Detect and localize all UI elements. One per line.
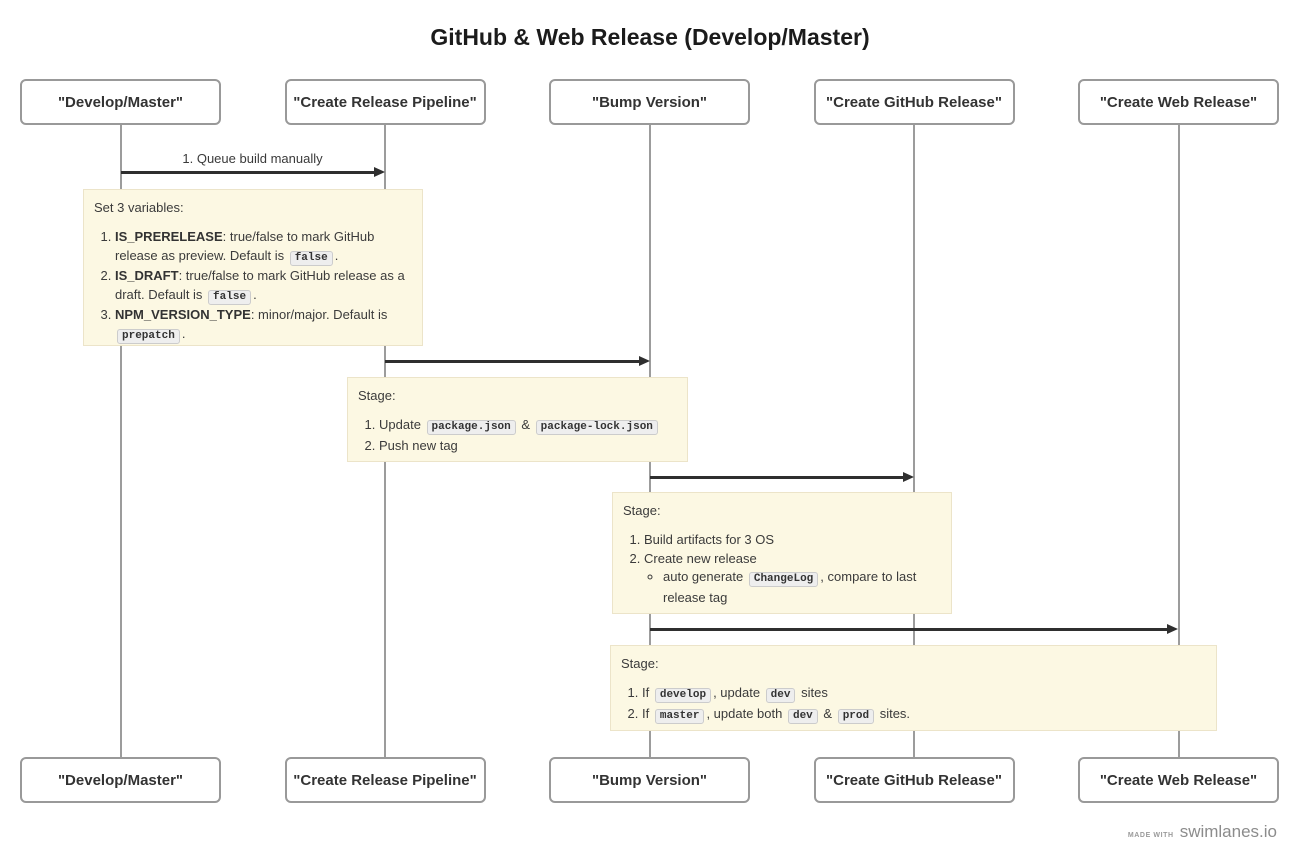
note-text-segment: , compare to last release tag [663,569,917,605]
code-chip: prepatch [117,328,180,344]
note-text-segment: If [642,705,653,721]
note-text-segment: , update [713,685,764,700]
lane-header-create-github-release: "Create GitHub Release" [813,79,1015,125]
note-title: Stage: [623,503,661,518]
lane-label: "Bump Version" [591,771,708,789]
lane-label: "Create Web Release" [1099,771,1258,789]
code-chip: package.json [426,420,516,435]
note-web-release-stage: Stage: If develop, update dev sites If m… [610,645,1217,731]
code-chip: false [208,289,252,305]
lane-footer-create-release-pipeline: "Create Release Pipeline" [284,757,486,803]
lane-label: "Develop/Master" [57,93,184,111]
swimlanes-brand-link[interactable]: swimlanes.io [1179,822,1277,841]
note-list-item: IS_PRERELEASE: true/false to mark GitHub… [115,228,412,267]
note-list: IS_PRERELEASE: true/false to mark GitHub… [94,228,412,345]
code-chip: false [289,250,333,266]
lane-footer-create-github-release: "Create GitHub Release" [813,757,1015,803]
note-text-segment: . [334,247,339,263]
note-text-segment: sites [797,685,828,700]
arrow-to-web-release-line [649,627,1167,631]
code-chip: dev [787,708,818,724]
lane-header-create-release-pipeline: "Create Release Pipeline" [284,79,486,125]
code-chip: dev [765,688,796,703]
lane-header-bump-version: "Bump Version" [549,79,750,125]
lifeline-develop-master [119,125,122,757]
code-chip: package-lock.json [535,420,658,435]
lane-footer-develop-master: "Develop/Master" [20,757,221,803]
lane-header-create-web-release: "Create Web Release" [1078,79,1279,125]
code-chip: master [654,708,705,724]
note-list-item: Update package.json & package-lock.json [379,416,677,437]
note-list-item: NPM_VERSION_TYPE: minor/major. Default i… [115,306,412,345]
arrow-queue-build-head [374,167,385,177]
lane-label: "Develop/Master" [57,771,184,789]
lane-label: "Create Web Release" [1099,93,1258,111]
arrow-to-github-release-line [649,475,903,479]
note-text-segment: Create new release [644,550,757,566]
lane-label: "Create GitHub Release" [826,771,1002,789]
note-text-segment: . [181,325,186,341]
arrow-label-queue-build: 1. Queue build manually [182,151,323,166]
note-list-item: If develop, update dev sites [642,684,1206,705]
note-list-item: Push new tag [379,437,677,456]
note-list-item: Build artifacts for 3 OS [644,531,941,550]
lane-header-develop-master: "Develop/Master" [20,79,221,125]
lane-label: "Create Release Pipeline" [293,771,477,789]
arrow-to-github-release-head [902,472,914,482]
arrow-to-web-release-head [1167,624,1178,634]
lane-label: "Create Release Pipeline" [293,93,477,111]
note-text-segment: . [253,286,257,302]
note-bump-version-stage: Stage: Update package.json & package-loc… [347,377,688,462]
note-list-item: Create new release auto generate ChangeL… [644,550,941,608]
note-text-segment: & [819,705,836,721]
made-with-label: MADE WITH [1127,832,1174,839]
lane-footer-bump-version: "Bump Version" [549,757,750,803]
note-text-segment: Build artifacts for 3 OS [644,532,775,547]
note-text-segment: : true/false to mark GitHub release as a… [115,268,405,302]
lane-footer-create-web-release: "Create Web Release" [1078,757,1279,803]
note-title: Stage: [358,388,396,403]
note-text-segment: Update [379,417,425,432]
note-list: If develop, update dev sites If master, … [621,684,1206,725]
footer-branding: MADE WITH swimlanes.io [1128,822,1277,842]
lane-label: "Create GitHub Release" [826,93,1002,111]
note-text-segment: IS_PRERELEASE [115,229,223,244]
code-chip: develop [654,688,712,703]
code-chip: ChangeLog [748,572,819,587]
note-text-segment: : minor/major. Default is [250,307,388,322]
note-text-segment: NPM_VERSION_TYPE [115,307,251,322]
arrow-to-bump-version-head [638,356,650,366]
note-text-segment: , update both [706,705,786,721]
note-text-segment: If [642,685,653,700]
arrow-to-bump-version-line [385,359,639,363]
note-list: Build artifacts for 3 OS Create new rele… [623,531,941,607]
note-text-segment: : true/false to mark GitHub release as p… [115,229,375,263]
note-text-segment: sites. [876,705,911,721]
diagram-title: GitHub & Web Release (Develop/Master) [430,24,870,50]
note-text-segment: auto generate [663,569,747,584]
note-text-segment: IS_DRAFT [115,268,179,283]
note-github-release-stage: Stage: Build artifacts for 3 OS Create n… [612,492,952,614]
note-title: Stage: [621,656,659,671]
note-list-item: IS_DRAFT: true/false to mark GitHub rele… [115,267,412,306]
note-list: Update package.json & package-lock.json … [358,416,677,455]
note-text-segment: & [517,417,534,432]
note-text-segment: Push new tag [379,437,458,453]
note-set-variables: Set 3 variables: IS_PRERELEASE: true/fal… [83,189,423,346]
code-chip: prod [837,708,875,724]
note-sublist: auto generate ChangeLog, compare to last… [644,568,941,607]
note-sublist-item: auto generate ChangeLog, compare to last… [663,568,941,607]
arrow-queue-build-line [120,170,375,174]
lifeline-create-web-release [1177,125,1180,757]
lifeline-create-github-release [913,125,915,757]
note-title: Set 3 variables: [94,200,184,215]
note-list-item: If master, update both dev & prod sites. [642,705,1206,726]
lane-label: "Bump Version" [591,93,708,111]
